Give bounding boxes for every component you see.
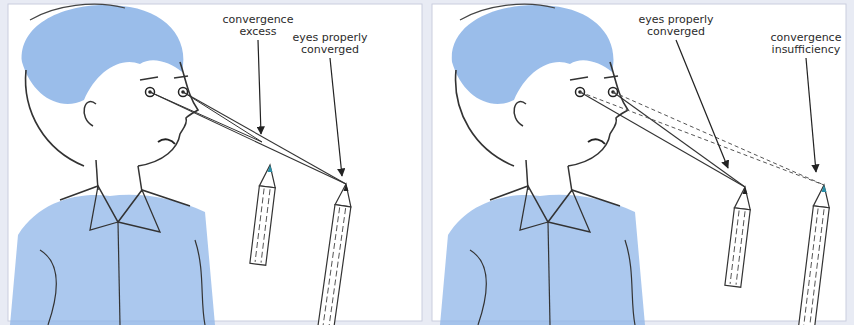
pencil-lead: [344, 184, 349, 191]
pencil: [725, 186, 753, 287]
leader-arrow: [258, 40, 261, 134]
leader-arrow: [330, 58, 342, 176]
person-figure: [10, 4, 215, 325]
sight-line: [150, 92, 262, 142]
pencil: [794, 184, 832, 325]
sight-line: [580, 92, 745, 187]
person-figure: [440, 4, 645, 325]
callout-label: convergence excess: [217, 14, 299, 38]
pencil: [313, 183, 354, 325]
callout-label: convergence insufficiency: [760, 32, 852, 56]
pencil: [250, 164, 278, 265]
pencil-lead: [822, 185, 827, 192]
pencil-lead: [268, 165, 273, 172]
callout-label: eyes properly converged: [289, 32, 371, 56]
sight-line-dashed: [580, 92, 824, 185]
leader-arrow: [806, 58, 816, 172]
sight-line: [150, 92, 346, 184]
sight-line: [183, 92, 262, 142]
sight-line-dashed: [613, 92, 824, 185]
leader-arrow: [676, 40, 728, 168]
sight-line: [183, 92, 346, 184]
pencil-lead: [743, 187, 748, 194]
callout-label: eyes properly converged: [635, 14, 717, 38]
sight-line: [613, 92, 745, 187]
